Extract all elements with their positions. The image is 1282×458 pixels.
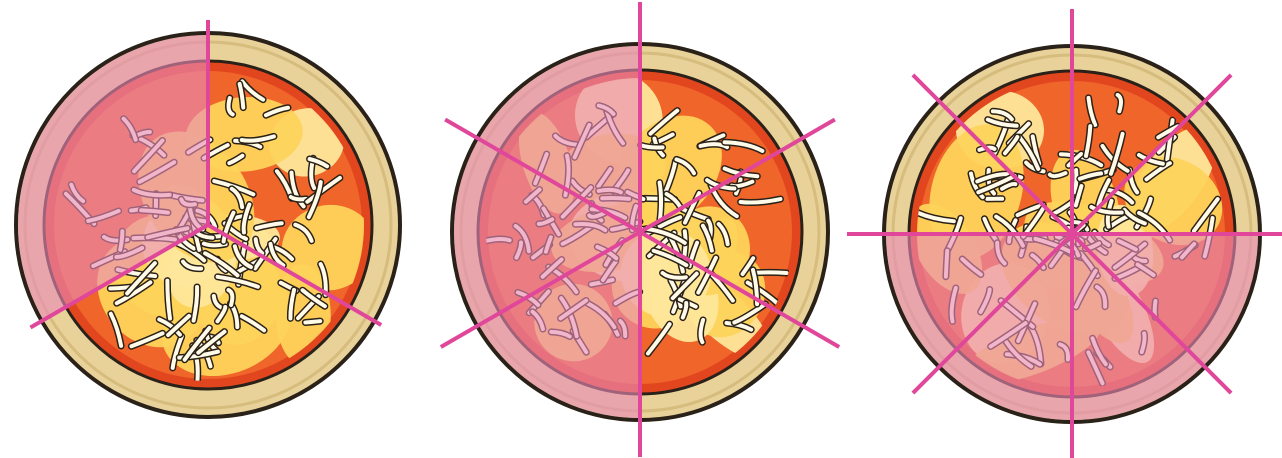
pizza-thirds [16,20,400,417]
cheese-strand [291,197,306,199]
pizza-eighths [847,9,1282,458]
cheese-strand [701,320,704,342]
cheese-strand [754,272,787,273]
cheese-strand [305,321,320,322]
shaded-slices [454,46,640,418]
pizza-sixths [441,2,839,457]
cheese-strand [641,145,663,147]
cheese-strand [1075,170,1076,192]
cheese-strand [660,183,661,222]
